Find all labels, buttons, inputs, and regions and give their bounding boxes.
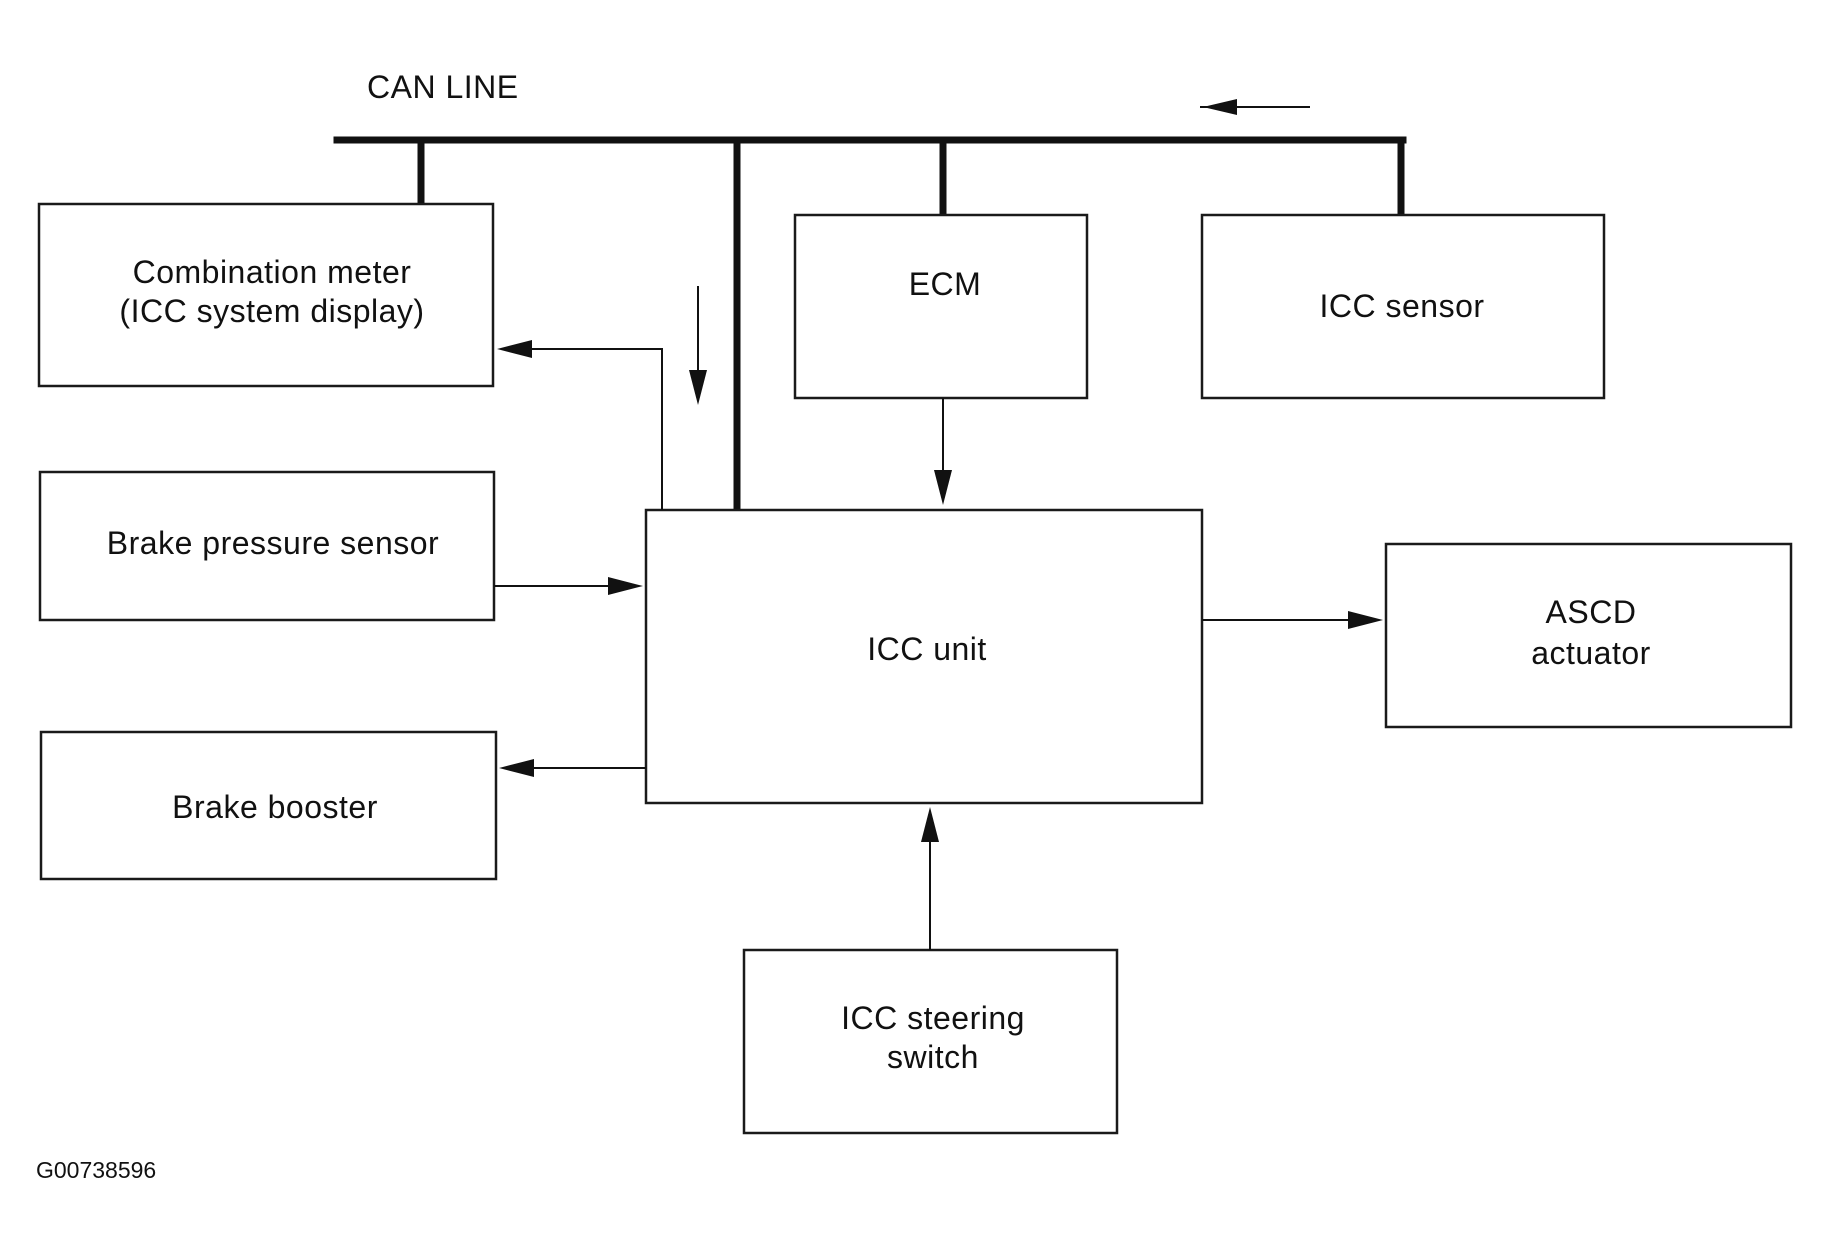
brake-booster-label: Brake booster [172,789,378,825]
ascd-actuator-label-line2: actuator [1531,635,1651,671]
combination-meter-label-line2: (ICC system display) [119,293,424,329]
arrow-icc-unit-to-brake-booster [499,759,646,777]
can-line-label: CAN LINE [367,69,519,105]
icc-unit-label: ICC unit [867,631,987,667]
arrow-ecm-to-icc-unit [934,398,952,505]
ascd-actuator-label-line1: ASCD [1546,594,1637,630]
arrow-brake-pressure-sensor-to-icc-unit [494,577,643,595]
brake-pressure-sensor-block [38,470,496,622]
arrow-icc-steering-switch-to-icc-unit [921,807,939,950]
icc-sensor-block [1200,213,1606,400]
combination-meter-label-line1: Combination meter [133,254,412,290]
can-bus [333,136,1407,514]
ascd-actuator-block [1384,542,1793,729]
ecm-label: ECM [909,266,982,302]
figure-id: G00738596 [36,1157,156,1183]
icc-sensor-label: ICC sensor [1319,288,1484,324]
icc-unit-block [644,508,1204,805]
icc-steering-switch-label-line2: switch [887,1039,979,1075]
brake-booster-block [39,730,498,881]
icc-steering-switch-label-line1: ICC steering [841,1000,1025,1036]
icc-steering-switch-block [742,948,1119,1135]
arrow-icc-unit-to-ascd-actuator [1202,611,1383,629]
ecm-block [793,213,1089,400]
can-flow-arrow-left [1200,99,1310,115]
brake-pressure-sensor-label: Brake pressure sensor [107,525,439,561]
arrow-icc-unit-to-combination-meter [497,340,663,510]
combination-meter-block [37,202,495,388]
can-flow-arrow-down [689,286,707,405]
